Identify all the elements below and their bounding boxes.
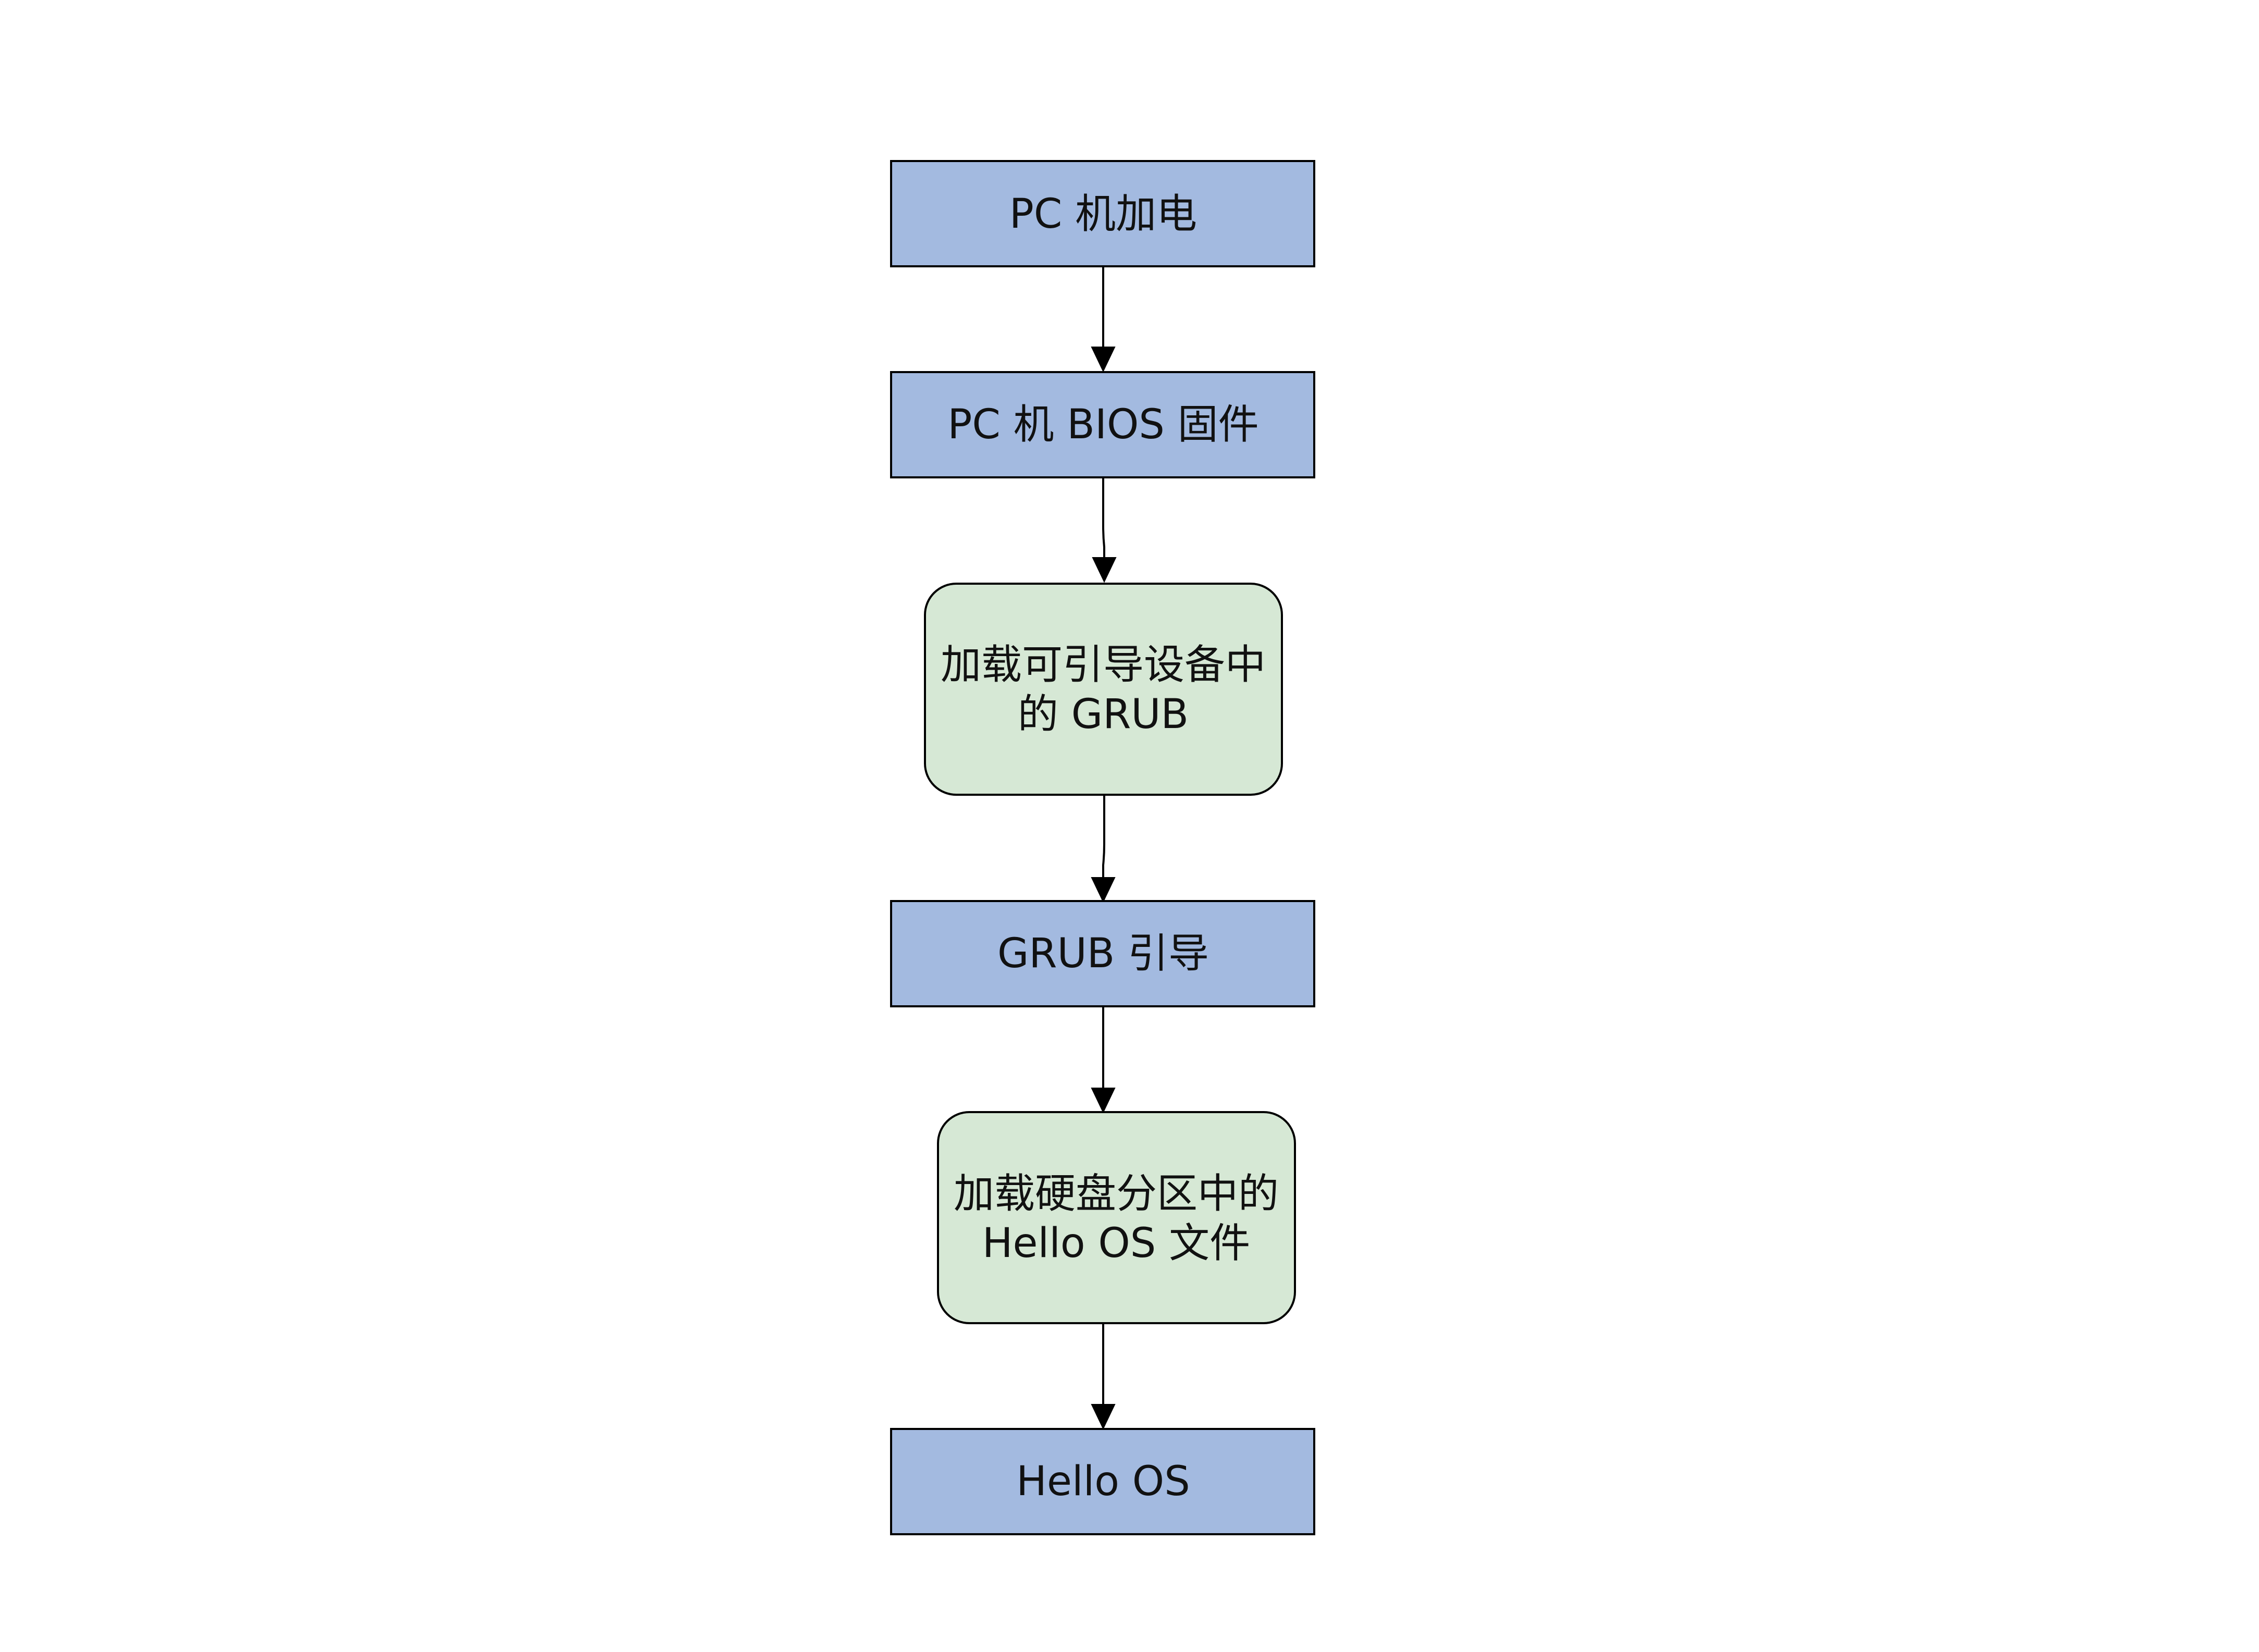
process-box — [890, 371, 1315, 478]
node-label: Hello OS — [1016, 1458, 1190, 1505]
edges — [1091, 267, 1117, 1430]
action-box — [937, 1111, 1296, 1324]
node-label-line-1: 加载可引导设备中 — [941, 642, 1266, 688]
node-label: PC 机加电 — [1009, 191, 1197, 238]
edge-load-os-to-hello-os — [1091, 1323, 1116, 1430]
node-label-line-2: Hello OS 文件 — [982, 1220, 1250, 1267]
process-box — [890, 900, 1315, 1007]
node-load-grub-from-boot-device[interactable]: 加载可引导设备中 的 GRUB — [924, 583, 1283, 796]
node-pc-bios-firmware[interactable]: PC 机 BIOS 固件 — [890, 371, 1315, 478]
node-label: GRUB 引导 — [997, 930, 1209, 977]
arrowhead — [1091, 1088, 1116, 1114]
arrowhead — [1091, 1404, 1116, 1430]
edge-load-grub-to-grub-boot — [1091, 794, 1116, 903]
arrowhead — [1092, 557, 1117, 583]
action-box — [924, 583, 1283, 796]
process-box — [890, 160, 1315, 267]
node-label: PC 机 BIOS 固件 — [947, 401, 1258, 448]
arrowhead — [1091, 347, 1116, 373]
edge-bios-to-load-grub — [1092, 477, 1117, 583]
edge-power-to-bios — [1091, 267, 1116, 373]
node-grub-boot[interactable]: GRUB 引导 — [890, 900, 1315, 1007]
node-label-line-2: 的 GRUB — [1018, 691, 1189, 738]
node-label-line-1: 加载硬盘分区中的 — [954, 1170, 1279, 1217]
node-load-hello-os-file[interactable]: 加载硬盘分区中的 Hello OS 文件 — [937, 1111, 1296, 1324]
node-hello-os[interactable]: Hello OS — [890, 1428, 1315, 1535]
nodes: PC 机加电 PC 机 BIOS 固件 加载可引导设备中 的 GRUB GRUB… — [890, 160, 1315, 1535]
edge-grub-boot-to-load-os — [1091, 1006, 1116, 1114]
node-pc-power-on[interactable]: PC 机加电 — [890, 160, 1315, 267]
process-box — [890, 1428, 1315, 1535]
arrowhead — [1091, 877, 1116, 903]
